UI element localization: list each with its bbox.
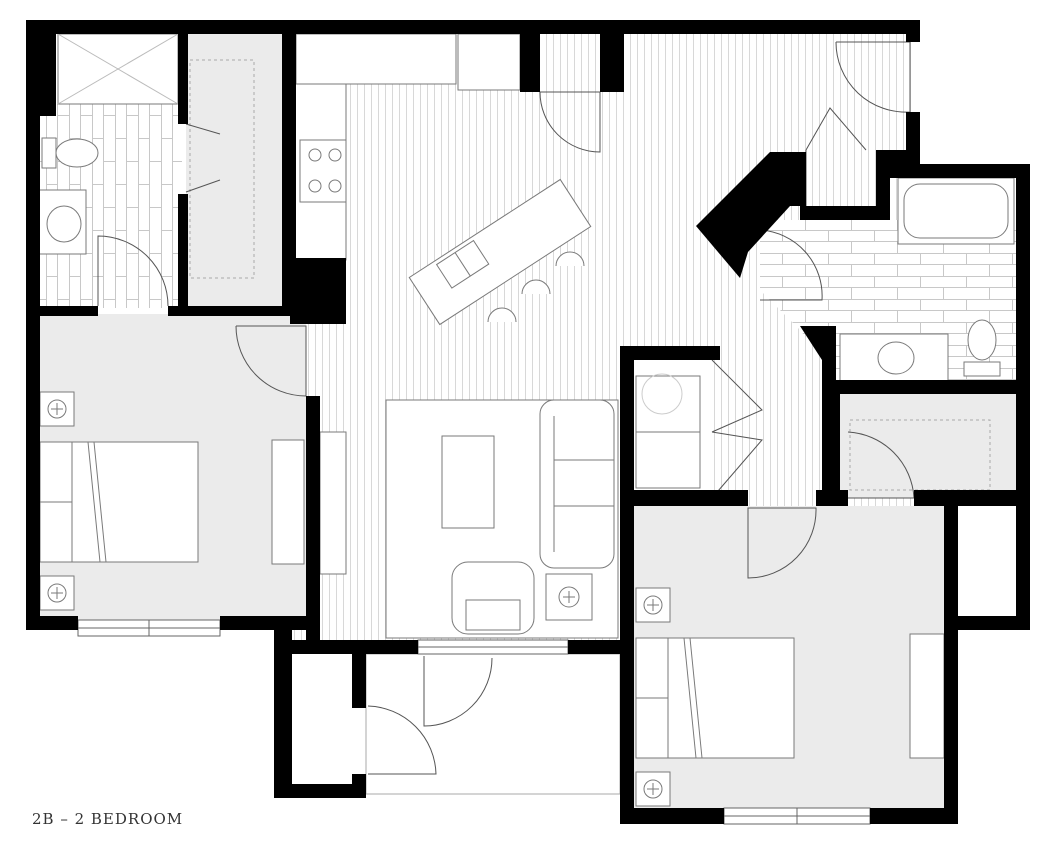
nightstand-2b <box>635 771 671 807</box>
door-closet-1 <box>185 123 221 193</box>
dresser-1 <box>271 439 305 565</box>
bathtub <box>897 177 1015 245</box>
nightstand-2a <box>635 587 671 623</box>
door-closet-2 <box>847 431 915 499</box>
refrigerator <box>457 33 521 91</box>
bed-1 <box>39 441 199 563</box>
laundry-floor <box>710 350 826 505</box>
closet-2-shelf <box>849 419 991 491</box>
sofa <box>539 399 615 569</box>
tv-console <box>319 431 347 575</box>
door-bedroom-1 <box>235 325 307 397</box>
windows <box>77 619 871 825</box>
nightstand-1b <box>39 575 75 611</box>
dryer <box>635 431 701 489</box>
nightstand-1a <box>39 391 75 427</box>
bar-stools <box>487 251 585 323</box>
door-storage <box>367 705 437 775</box>
coffee-table <box>441 435 495 529</box>
kitchen-island <box>408 178 592 326</box>
walk-in-closet-1-floor <box>186 32 284 306</box>
patio <box>365 653 621 795</box>
door-laundry <box>711 359 763 499</box>
door-pantry <box>539 91 601 153</box>
vanity-sink <box>37 189 87 255</box>
shower-1-drain-line-2 <box>57 33 179 105</box>
walls <box>26 20 1030 824</box>
toilet-2 <box>963 319 1001 377</box>
hall-closet-floor <box>296 650 354 784</box>
dresser-2 <box>909 633 945 759</box>
door-bedroom-2 <box>747 507 817 579</box>
door-patio <box>423 656 493 727</box>
bed-2 <box>635 637 795 759</box>
armchair <box>451 561 535 635</box>
range <box>299 139 347 203</box>
plan-caption: 2B – 2 BEDROOM <box>32 810 184 828</box>
kitchen-counter-top <box>295 33 457 85</box>
toilet <box>41 137 99 169</box>
closet-1-shelf <box>189 59 255 279</box>
side-table <box>545 573 593 621</box>
vanity-sink-2 <box>839 333 949 383</box>
door-bath-1 <box>97 235 169 307</box>
door-bath-2 <box>759 229 823 301</box>
washer <box>635 373 701 433</box>
walk-in-closet-2-floor <box>838 392 1020 498</box>
